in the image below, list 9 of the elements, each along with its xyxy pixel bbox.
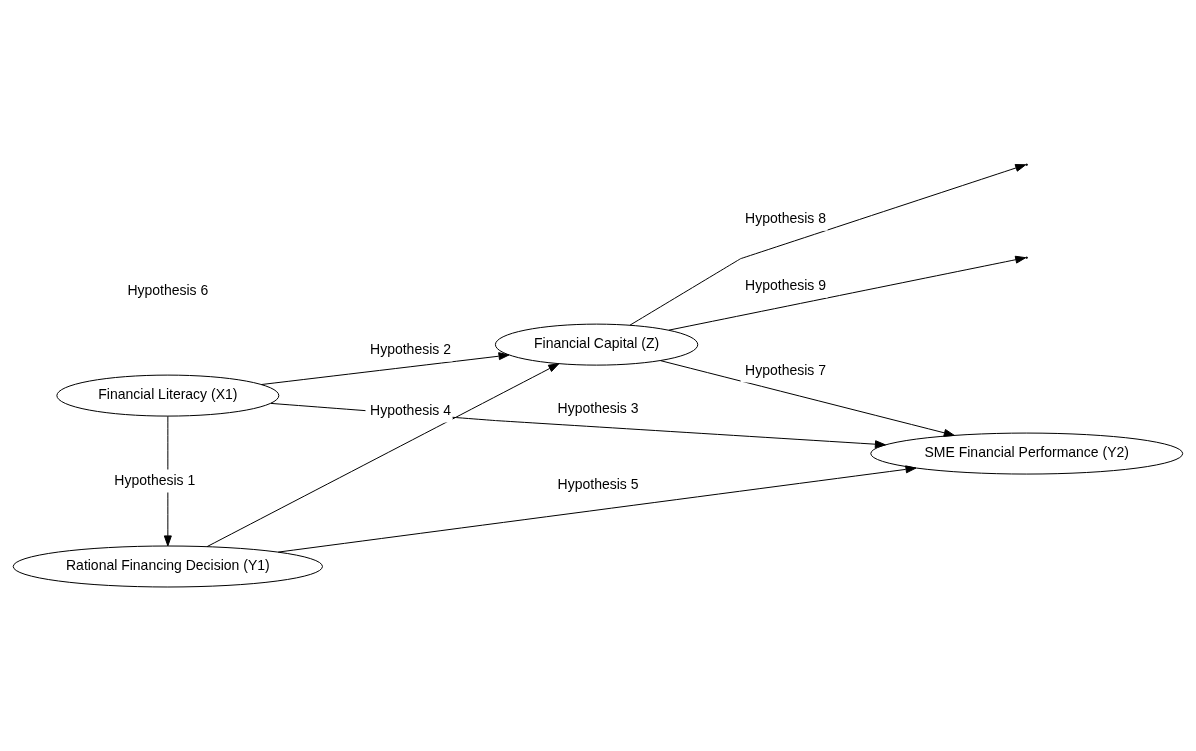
edge-label: Hypothesis 4 (370, 402, 451, 419)
label: Hypothesis 6 (127, 282, 209, 299)
edge-label: Hypothesis 7 (745, 362, 826, 379)
edge-label: Hypothesis 2 (370, 341, 451, 358)
edge-label: Hypothesis 8 (745, 210, 826, 227)
edge-label: Hypothesis 3 (557, 400, 639, 417)
edge-label: Hypothesis 1 (114, 472, 196, 489)
edge-label: Hypothesis 9 (745, 277, 826, 294)
edge-label: Hypothesis 5 (557, 476, 639, 493)
